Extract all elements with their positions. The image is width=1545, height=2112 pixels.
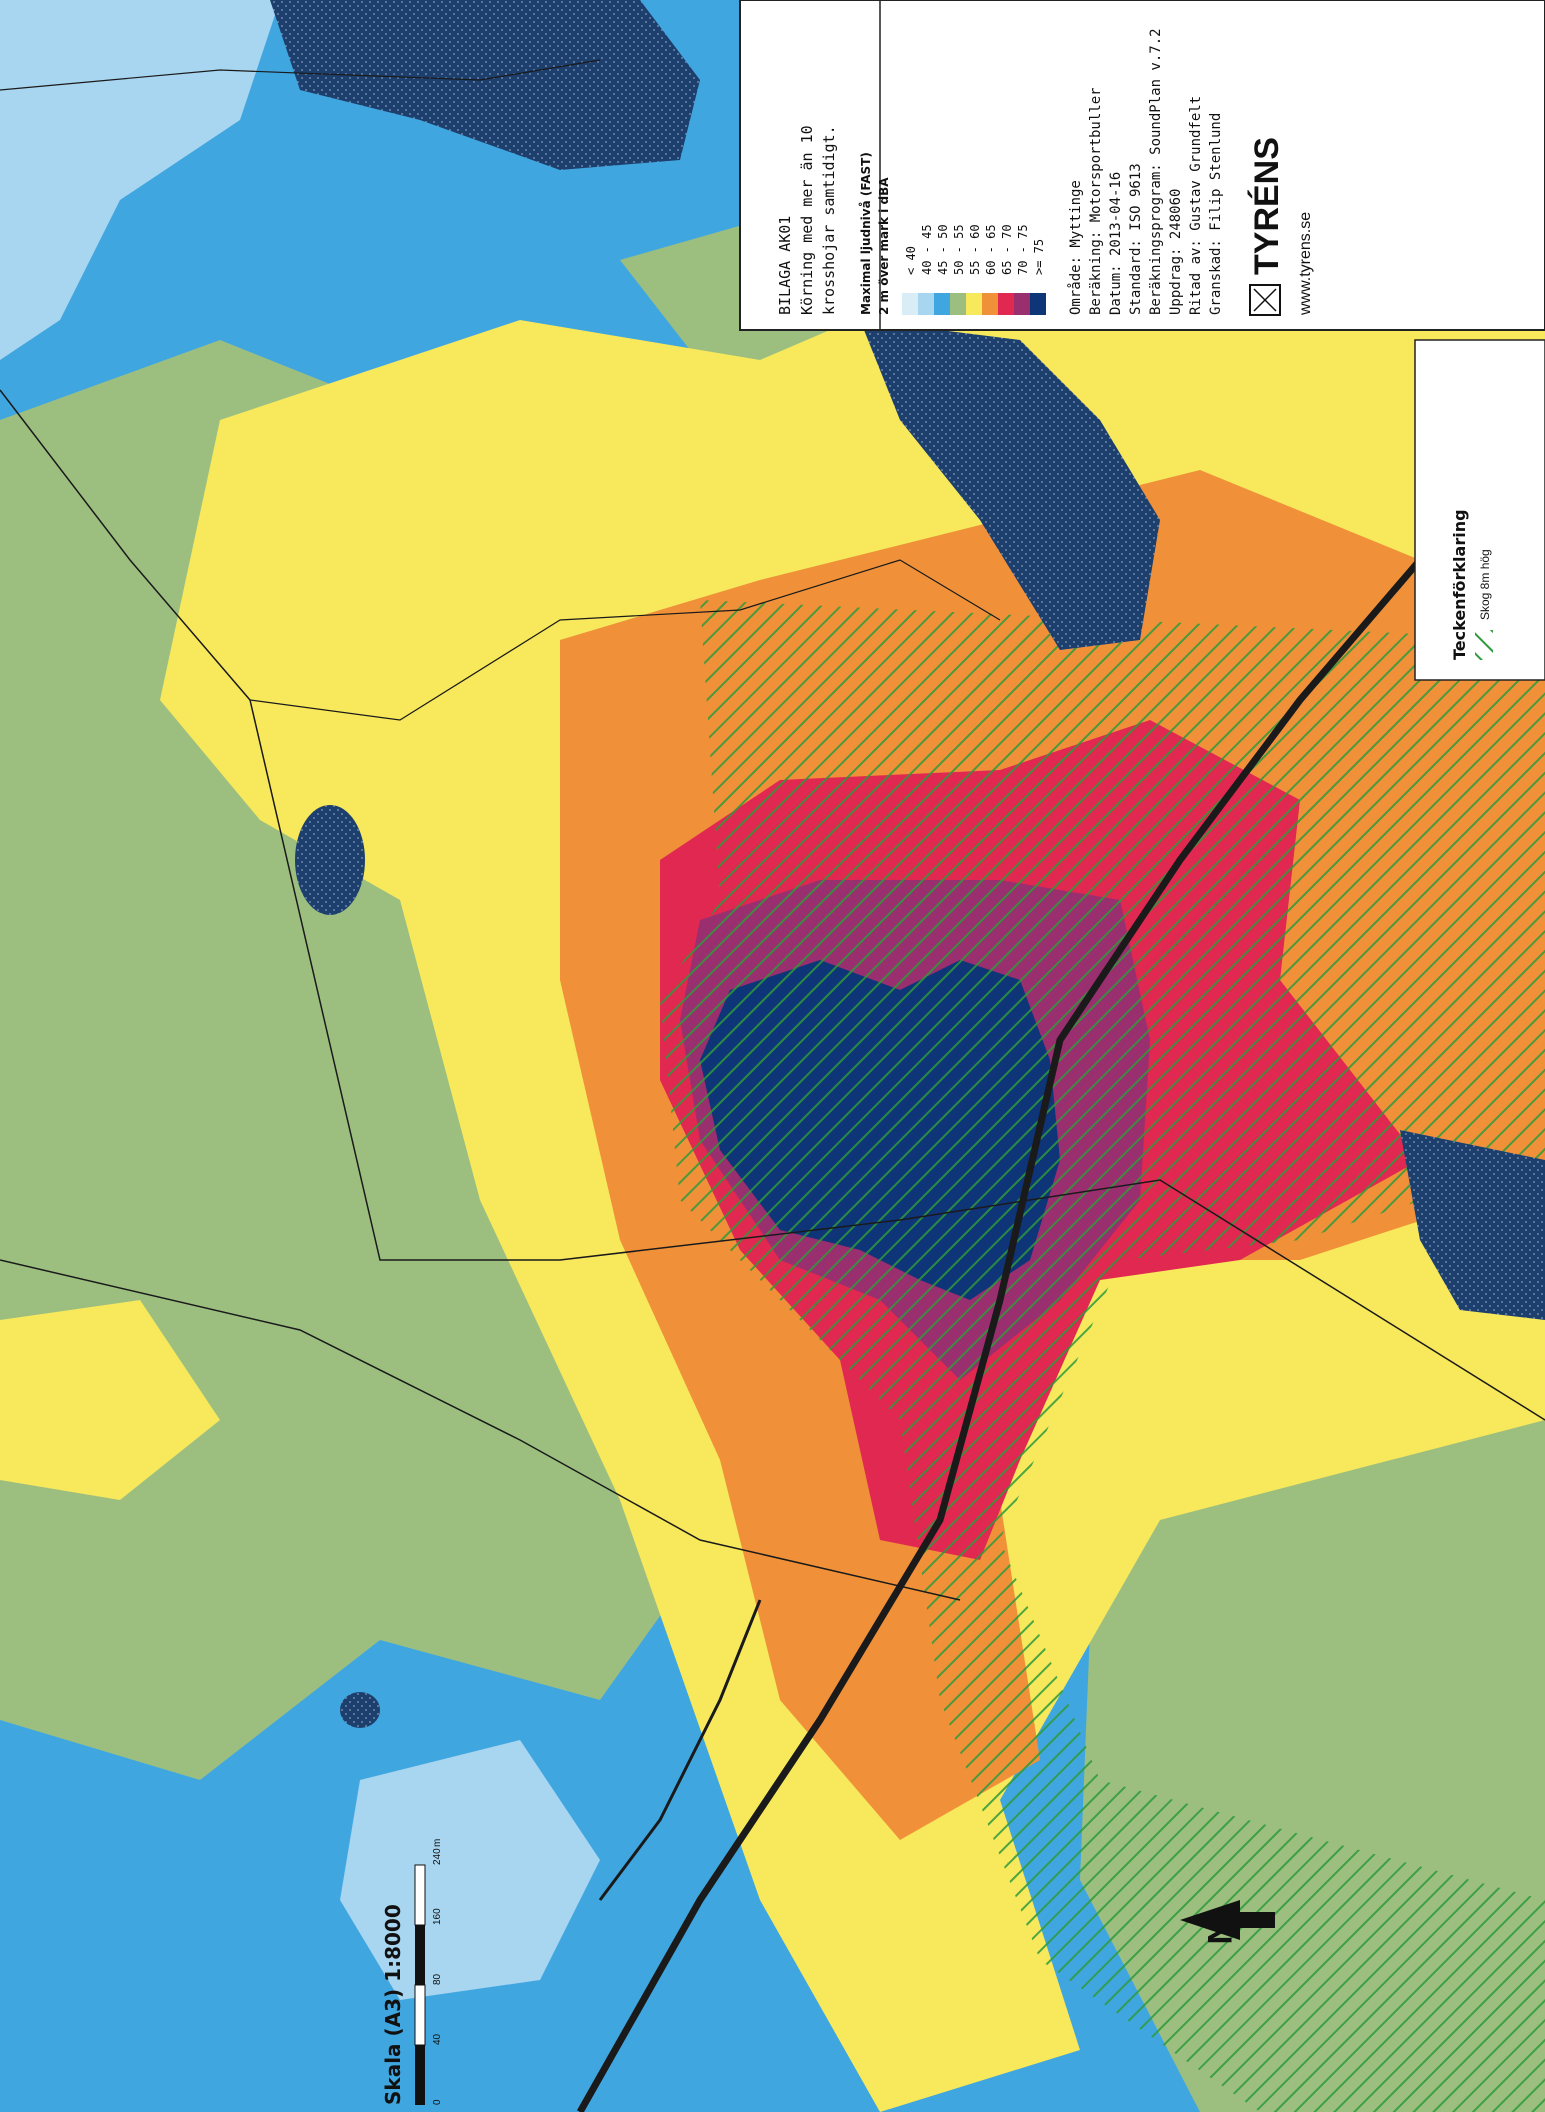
scale-seg-4 [414,1864,426,1926]
meta-standard: Standard: ISO 9613 [1128,163,1144,315]
legend-swatch-5 [982,293,998,315]
meta-uppdrag: Uppdrag: 248060 [1168,189,1184,315]
forest-legend-label: Skog 8m hög [1478,549,1492,620]
zone-55-60-w [0,1300,220,1500]
scale-seg-1 [415,2045,425,2105]
brand-block: TYRÉNS www.tyrens.se [1248,137,1314,316]
legend-label-3: 50 - 55 [952,224,966,275]
lake-ne [860,320,1160,650]
roads [0,59,1545,2112]
legend-label-8: >= 75 [1032,239,1046,275]
pond-sw [340,1692,380,1728]
scale-unit: m [432,1839,443,1847]
scale-seg-2 [414,1984,426,2046]
symbol-legend-rotated: Teckenförklaring Skog 8m hög [1450,509,1493,660]
tyrens-logo-mark-icon [1253,288,1277,312]
bilaga-label: BILAGA AK01 [776,216,794,315]
meta-berakning: Beräkning: Motorsportbuller [1088,87,1104,315]
pond-w [295,805,365,915]
legend-swatch-4 [966,293,982,315]
legend-heading-1: Maximal ljudnivå (FAST) [859,152,873,315]
water-bodies [270,0,1545,1728]
scale-seg-3 [415,1925,425,1985]
legend-label-5: 60 - 65 [984,224,998,275]
symbol-legend-box: Teckenförklaring Skog 8m hög [1414,339,1545,681]
legend-swatch-7 [1014,293,1030,315]
legend-label-6: 65 - 70 [1000,224,1014,275]
forest-hatch-area [660,600,1545,2112]
legend-heading-2: 2 m över mark i dBA [877,177,891,315]
subtitle-line-2: krosshojar samtidigt. [820,125,838,315]
tyrens-logo-icon [1249,284,1281,316]
zone-40-45-nw [0,0,280,360]
legend-swatch-8 [1030,293,1046,315]
scale-rotated: Skala (A3) 1:8000 0 40 80 160 240 m [381,1839,443,2105]
zone-40-45-sw [340,1740,600,2000]
scale-tick-1: 40 [432,2033,443,2045]
title-block-frame [739,0,1545,331]
forest-legend-swatch [1475,630,1493,660]
meta-datum: Datum: 2013-04-16 [1108,172,1124,315]
brand-name: TYRÉNS [1248,137,1286,275]
north-arrow-label: N [1200,1920,1238,1945]
legend-swatch-1 [918,293,934,315]
meta-program: Beräkningsprogram: SoundPlan v.7.2 [1148,28,1164,315]
north-arrow: N [1180,1900,1275,1945]
brand-url[interactable]: www.tyrens.se [1297,212,1314,316]
meta-granskad: Granskad: Filip Stenlund [1208,113,1224,315]
title-block: BILAGA AK01 Körning med mer än 10 krossh… [739,0,1545,331]
metadata-block: Område: Myttinge Beräkning: Motorsportbu… [1067,28,1224,315]
meta-omrade: Område: Myttinge [1067,180,1084,315]
forest-areas [660,600,1545,2112]
legend-swatch-2 [934,293,950,315]
teckenforklaring-title: Teckenförklaring [1450,509,1469,660]
lake-e [1400,1130,1545,1320]
meta-ritad: Ritad av: Gustav Grundfelt [1188,96,1204,315]
legend-swatch-3 [950,293,966,315]
road-sec-4 [249,559,1001,721]
scale-tick-2: 80 [432,1973,443,1985]
legend-swatch-0 [902,293,918,315]
legend-label-0: < 40 [904,246,918,275]
legend-label-2: 45 - 50 [936,224,950,275]
scale-label: Skala (A3) 1:8000 [381,1904,405,2105]
scale-tick-3: 160 [432,1908,443,1925]
scale-tick-4: 240 [432,1848,443,1865]
legend-label-7: 70 - 75 [1016,224,1030,275]
road-sec-1 [0,389,1545,1421]
legend-items: < 40 40 - 45 45 - 50 50 - 55 55 - 60 60 … [902,224,1046,315]
road-sec-2 [0,1259,961,1601]
lake-n [270,0,700,170]
north-arrow-icon [1180,1900,1275,1940]
scale-block: Skala (A3) 1:8000 0 40 80 160 240 m [381,1839,443,2105]
scale-tick-0: 0 [432,2099,443,2105]
subtitle-line-1: Körning med mer än 10 [798,125,816,315]
legend-label-4: 55 - 60 [968,224,982,275]
road-sec-5 [598,1599,762,1901]
legend-label-1: 40 - 45 [920,224,934,275]
title-block-rotated: BILAGA AK01 Körning med mer än 10 krossh… [776,28,1314,316]
main-road [576,417,1545,2112]
road-sec-3 [0,59,601,91]
symbol-legend-frame [1414,339,1545,681]
legend-swatch-6 [998,293,1014,315]
